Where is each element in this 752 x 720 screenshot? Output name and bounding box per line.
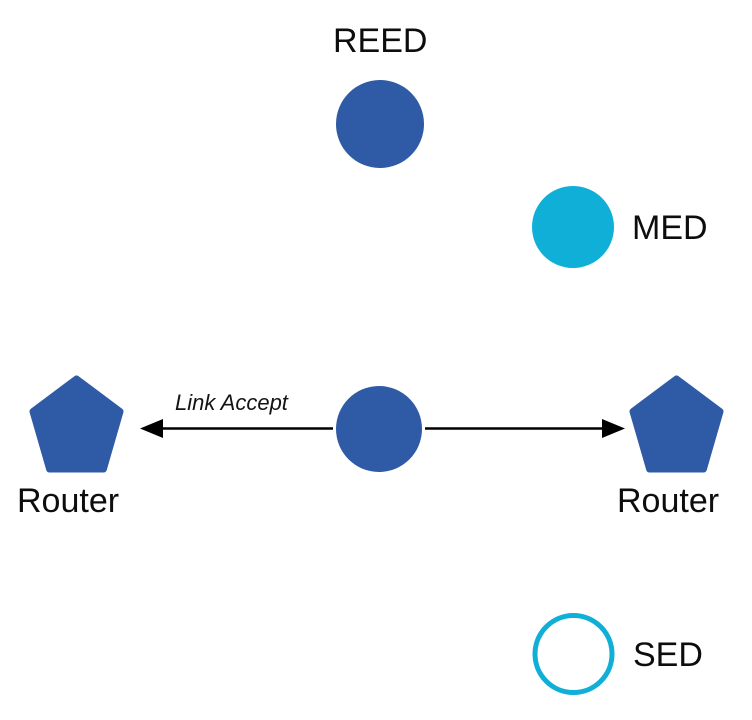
router-left-node[interactable] <box>29 375 124 473</box>
med-node[interactable] <box>532 186 614 268</box>
edge-left-label: Link Accept <box>175 390 289 415</box>
router-right-node[interactable] <box>629 375 724 473</box>
edge-leader-to-router-right[interactable] <box>425 419 625 438</box>
edge-left-arrowhead <box>140 419 163 438</box>
sed-label: SED <box>633 636 703 674</box>
router-right-label: Router <box>617 482 719 520</box>
edge-right-arrowhead <box>602 419 625 438</box>
sed-node[interactable] <box>532 613 615 695</box>
router-left-label: Router <box>17 482 119 520</box>
reed-label: REED <box>333 22 427 60</box>
edge-leader-to-router-left[interactable]: Link Accept <box>140 390 333 438</box>
leader-node[interactable] <box>336 386 422 472</box>
reed-node[interactable] <box>336 80 424 168</box>
med-label: MED <box>632 209 708 247</box>
